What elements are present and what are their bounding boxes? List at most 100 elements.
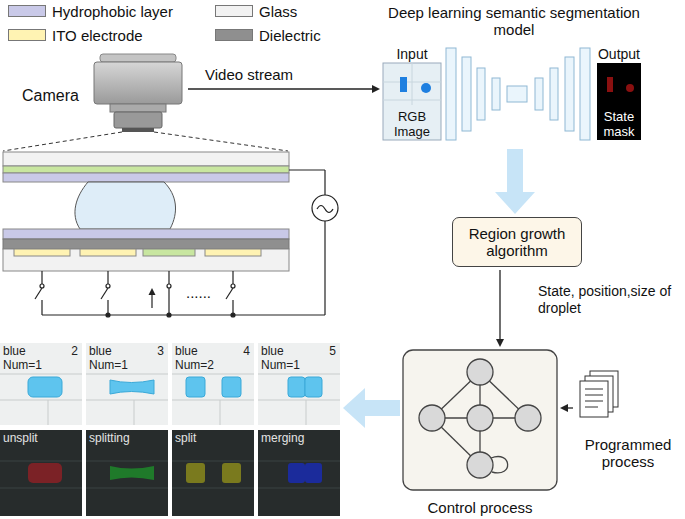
document-stack-part <box>585 401 603 402</box>
wiring-part <box>101 288 108 299</box>
segmentation-model: Deep learning semantic segmentation mode… <box>380 0 648 146</box>
device-cross-section-part <box>75 182 176 229</box>
device-cross-section-part <box>3 152 289 166</box>
network-drawing-part-part <box>462 57 471 131</box>
result-frames-part-part <box>86 488 168 489</box>
wiring-part <box>231 284 235 288</box>
legend-swatch <box>8 5 46 17</box>
device-cross-section-part <box>3 249 289 271</box>
network-drawing-part <box>400 77 407 92</box>
wiring-part <box>167 313 171 317</box>
network-drawing-part-part <box>565 57 574 131</box>
arrowhead <box>372 85 380 93</box>
control-label: Control process <box>403 499 557 516</box>
result-frames-part <box>0 343 82 425</box>
wiring <box>35 170 338 317</box>
result-frames-part-part <box>48 400 49 425</box>
result-frames-part-part <box>172 488 254 489</box>
result-frames-part-part <box>258 374 340 375</box>
network-drawing-part <box>383 63 441 140</box>
document-stack-part <box>585 407 598 408</box>
device-cross-section-part <box>3 229 289 239</box>
result-frames-part-part <box>258 488 340 489</box>
result-frames-part <box>305 463 322 483</box>
arrowhead <box>496 339 504 347</box>
flow-arrow <box>495 149 535 214</box>
wiring-part <box>232 271 233 284</box>
connector-line <box>507 149 523 193</box>
model-title: Deep learning semantic segmentation mode… <box>380 4 648 39</box>
result-frames-part-part <box>0 374 82 375</box>
wiring-part <box>168 271 169 284</box>
device-cross-section-part <box>143 249 195 256</box>
state-frame: split <box>172 430 254 516</box>
result-frames-part-part <box>305 377 322 397</box>
control-graph-part <box>419 359 541 478</box>
result-frames-part-part <box>172 374 254 375</box>
camera-drawing-part <box>100 54 176 62</box>
control-box: Control process <box>403 350 557 518</box>
arrowhead <box>560 404 568 412</box>
document-stack-part <box>580 381 608 417</box>
result-frames-part <box>258 343 340 425</box>
wiring-part <box>317 206 333 213</box>
frame-number: 2 <box>71 345 78 359</box>
result-frames-part-part <box>86 400 168 401</box>
connector-arrow <box>188 85 380 93</box>
control-graph-part-part <box>419 405 445 431</box>
network-drawing-part-part <box>580 48 590 140</box>
connector-arrow <box>560 404 573 412</box>
wiring-part <box>42 314 325 315</box>
network-drawing-part <box>421 83 431 93</box>
legend-swatch <box>215 5 253 17</box>
result-frame: blue Num=13 <box>86 343 168 425</box>
result-frames-part-part <box>172 461 254 462</box>
result-frames-part <box>28 377 322 397</box>
result-frames-part <box>172 430 254 516</box>
legend-swatch <box>8 29 46 41</box>
wiring-part <box>231 313 235 317</box>
state-frame: unsplit <box>0 430 82 516</box>
result-frames <box>0 343 340 516</box>
device-cross-section-part <box>80 249 136 256</box>
network-drawing-part <box>607 77 613 92</box>
result-frames-part-part <box>288 377 305 397</box>
wiring-part <box>40 284 44 288</box>
device-cross-section-part <box>3 239 289 249</box>
wiring-part <box>289 169 325 170</box>
wiring-part <box>226 288 233 299</box>
device-cross-section-part <box>3 132 122 151</box>
flow-arrow <box>343 388 400 428</box>
network-drawing-part <box>626 84 634 92</box>
frame-label: blue Num=1 <box>89 345 133 373</box>
wiring-part <box>167 284 171 288</box>
result-frames-part <box>110 466 154 480</box>
process-label: Region growth algorithm <box>459 225 575 260</box>
result-frames-part-part <box>86 374 168 375</box>
output-mask: OutputState mask <box>595 46 643 142</box>
legend-swatch <box>215 29 253 41</box>
result-frames-part <box>186 463 205 483</box>
result-frames-part-part <box>172 400 254 401</box>
state-label: splitting <box>89 432 130 446</box>
frame-label: blue Num=1 <box>3 345 47 373</box>
result-frames-part-part <box>0 461 82 462</box>
control-graph-part <box>403 350 557 490</box>
result-frames-part <box>0 430 82 516</box>
edge-label: Video stream <box>205 66 355 84</box>
result-frame: blue Num=1 2 <box>0 343 82 425</box>
camera-drawing-part <box>94 62 182 104</box>
device-cross-section-part <box>3 173 289 182</box>
wiring-part <box>106 284 110 288</box>
network-drawing-part-part <box>507 86 527 102</box>
result-frames-part <box>172 343 254 425</box>
result-frames-part-part <box>134 400 135 425</box>
control-graph <box>403 350 557 490</box>
camera-drawing-part <box>110 104 166 112</box>
result-frames-part <box>0 461 340 488</box>
network-drawing-part-part <box>550 68 558 120</box>
wiring-part <box>149 288 156 295</box>
camera-drawing-part <box>122 128 154 132</box>
result-frames-part-part <box>0 400 82 401</box>
